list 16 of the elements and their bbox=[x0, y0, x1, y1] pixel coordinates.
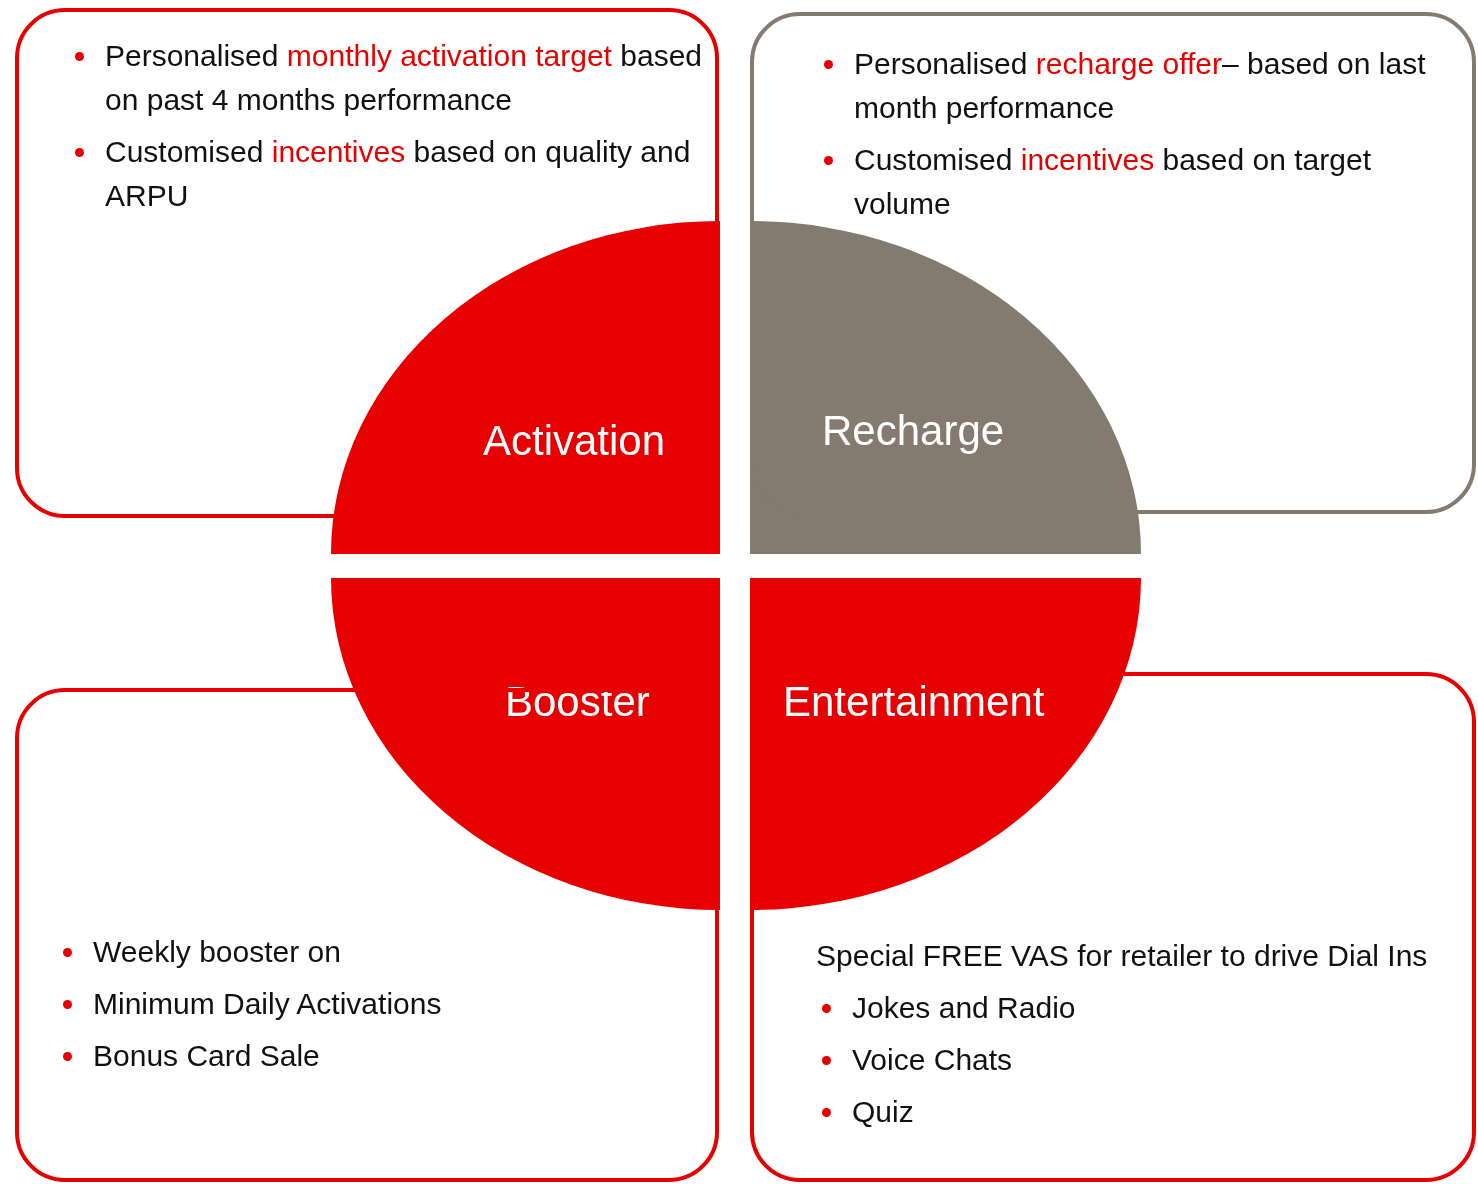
bullet-item: Minimum Daily Activations bbox=[93, 987, 442, 1020]
quadrant-label: Entertainment bbox=[783, 678, 1045, 726]
bullet-item: Quiz bbox=[852, 1095, 914, 1128]
bullet-item: Bonus Card Sale bbox=[93, 1039, 320, 1072]
info-panel bbox=[15, 688, 719, 1182]
quadrant-label: Recharge bbox=[822, 407, 1005, 455]
info-panel bbox=[750, 12, 1476, 514]
quadrant-label: Activation bbox=[483, 417, 666, 465]
bullet-item: Customised incentives based on quality and ARPU bbox=[105, 135, 691, 212]
bullet-item: Weekly booster on bbox=[93, 935, 341, 968]
bullet-item: Jokes and Radio bbox=[852, 991, 1076, 1024]
bullet-item: Customised incentives based on target volume bbox=[854, 143, 1371, 220]
bullet-item: Voice Chats bbox=[852, 1043, 1013, 1076]
info-panel bbox=[15, 8, 719, 518]
intro-text: Special FREE VAS for retailer to drive Dial Ins bbox=[816, 938, 1428, 974]
info-panel bbox=[750, 672, 1476, 1182]
